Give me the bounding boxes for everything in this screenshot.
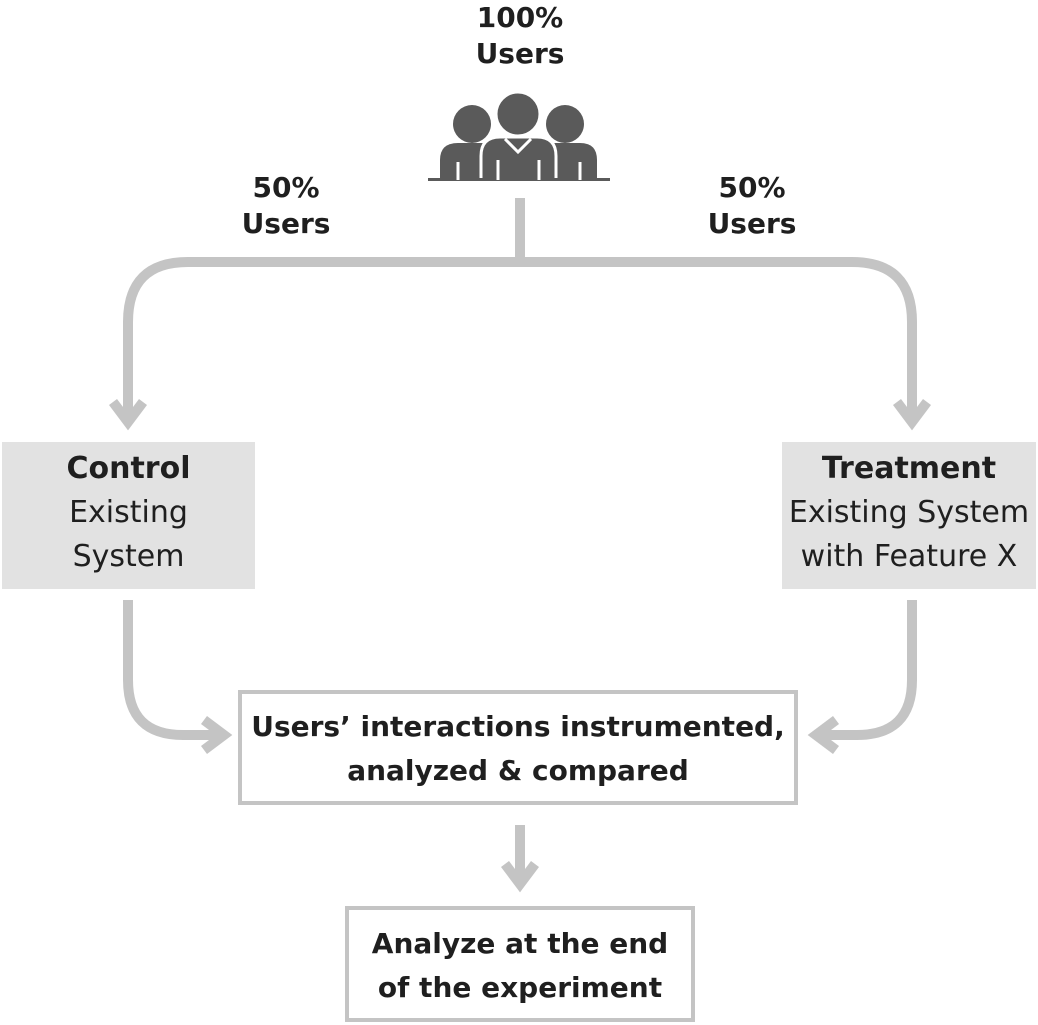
treatment-box: Treatment Existing System with Feature X	[782, 442, 1036, 589]
connector-control-to-analysis	[123, 600, 222, 740]
left-split-label: 50% Users	[186, 170, 386, 242]
final-line1: Analyze at the end	[371, 927, 669, 960]
treatment-desc-line2: with Feature X	[800, 539, 1018, 574]
users-group-icon	[428, 90, 610, 182]
analysis-box: Users’ interactions instrumented, analyz…	[238, 690, 798, 805]
analysis-line2: analyzed & compared	[347, 754, 689, 787]
control-box: Control Existing System	[2, 442, 255, 589]
arrowhead-control	[109, 399, 147, 431]
control-desc-line2: System	[72, 539, 185, 574]
right-split-label: 50% Users	[652, 170, 852, 242]
right-split-percent: 50%	[718, 171, 786, 204]
total-users-label: 100% Users	[420, 0, 620, 72]
arrowhead-analysis-right	[807, 716, 839, 754]
left-split-users: Users	[241, 207, 331, 240]
connector-split-left	[123, 257, 520, 420]
final-line2: of the experiment	[377, 971, 663, 1004]
control-title: Control	[66, 451, 191, 486]
arrowhead-treatment	[893, 399, 931, 431]
arrowhead-final	[501, 861, 539, 893]
control-desc-line1: Existing	[69, 495, 188, 530]
treatment-desc-line1: Existing System	[788, 495, 1030, 530]
connector-treatment-to-analysis	[818, 600, 917, 740]
right-split-users: Users	[707, 207, 797, 240]
connector-split-right	[520, 257, 917, 420]
final-box: Analyze at the end of the experiment	[345, 906, 695, 1022]
total-users-text: Users	[475, 37, 565, 70]
total-users-percent: 100%	[476, 1, 564, 34]
left-split-percent: 50%	[252, 171, 320, 204]
arrowhead-analysis-left	[201, 716, 233, 754]
analysis-line1: Users’ interactions instrumented,	[251, 710, 785, 743]
treatment-title: Treatment	[821, 451, 997, 486]
